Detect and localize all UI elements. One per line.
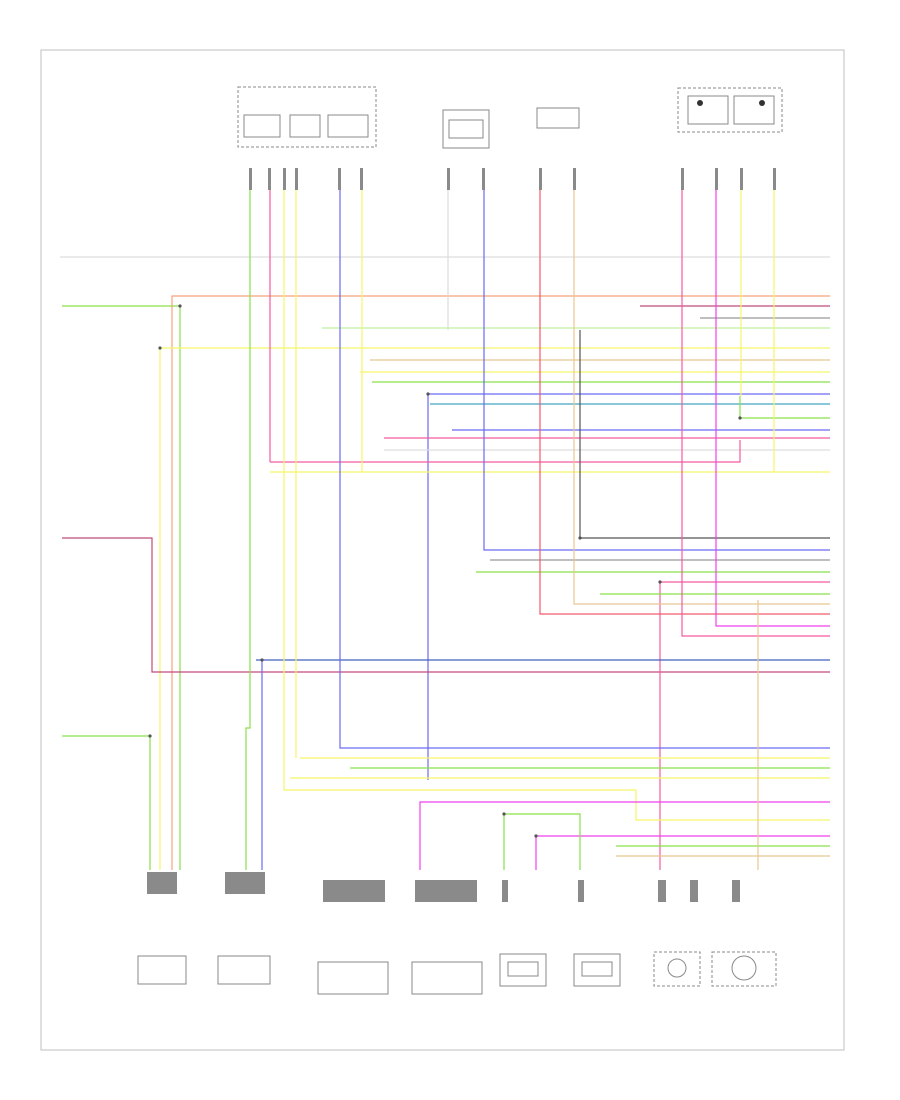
sensor-b-icon [731,955,757,981]
component-cmp-2 [573,953,621,987]
horizontal-wires [60,190,830,870]
relay-coil-icon [759,100,765,106]
relay-coil-icon [697,100,703,106]
vertical-wires [245,190,775,870]
component-relay-box [677,87,783,133]
sensor-a-icon [667,958,687,978]
component-ho2s-3 [317,961,389,995]
splice-points [148,304,742,838]
component-ho2s-4 [411,961,483,995]
component-cmp-1 [499,953,547,987]
component-lh-sensor [536,107,580,129]
component-sensor-b [711,951,777,987]
bottom-connector-pins [147,872,740,902]
top-connector-pins [249,168,776,190]
diagram-frame [40,49,845,1051]
component-sensor-a [653,951,701,987]
component-front-sensor [442,109,490,149]
component-hego-2 [217,955,271,985]
component-ecm [237,86,377,148]
component-hego-1 [137,955,187,985]
